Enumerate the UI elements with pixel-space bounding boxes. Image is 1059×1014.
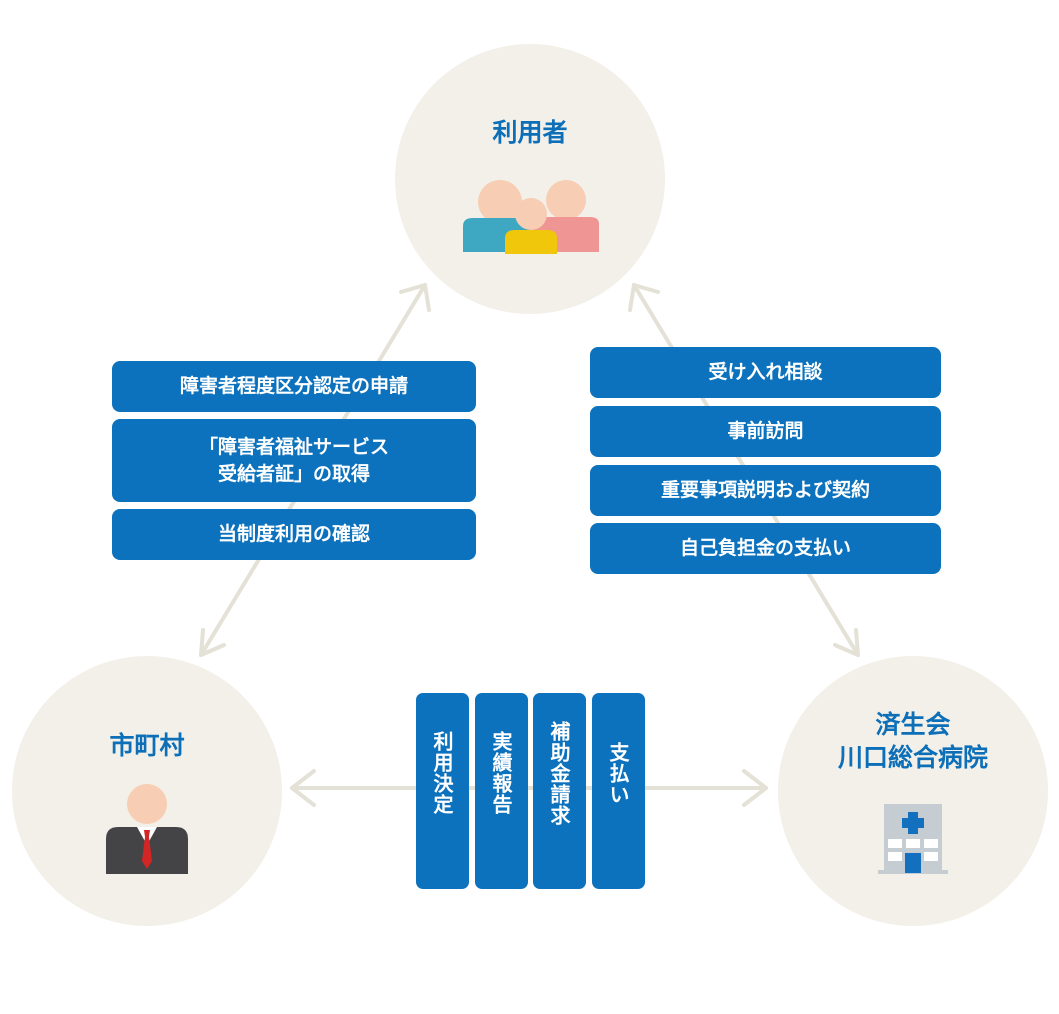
bottom-step-pay: 支払い bbox=[592, 693, 645, 889]
arrowhead-user-end-right bbox=[628, 283, 660, 312]
arrowhead-city-side bbox=[290, 769, 316, 807]
right-step-payment: 自己負担金の支払い bbox=[590, 523, 941, 574]
node-user-label: 利用者 bbox=[492, 118, 568, 147]
arrowhead-city-end bbox=[199, 628, 226, 657]
bottom-step-decision-label: 利用決定 bbox=[430, 731, 454, 815]
node-hospital: 済生会 川口総合病院 bbox=[778, 656, 1048, 926]
bottom-step-decision: 利用決定 bbox=[416, 693, 469, 889]
left-step-application: 障害者程度区分認定の申請 bbox=[112, 361, 476, 412]
bottom-step-subsidy-label: 補助金請求 bbox=[547, 720, 571, 826]
left-step-certificate: 「障害者福祉サービス 受給者証」の取得 bbox=[112, 419, 476, 502]
people-icon bbox=[463, 180, 599, 254]
node-city-label: 市町村 bbox=[109, 731, 185, 760]
bottom-step-subsidy: 補助金請求 bbox=[533, 693, 586, 889]
node-user: 利用者 bbox=[395, 44, 665, 314]
official-icon bbox=[106, 784, 188, 874]
bottom-step-pay-label: 支払い bbox=[606, 741, 630, 805]
bottom-step-report-label: 実績報告 bbox=[489, 731, 513, 815]
right-step-consultation: 受け入れ相談 bbox=[590, 347, 941, 398]
arrowhead-user-end-left bbox=[399, 283, 431, 312]
node-hospital-label: 済生会 川口総合病院 bbox=[837, 710, 988, 772]
right-step-contract: 重要事項説明および契約 bbox=[590, 465, 941, 516]
bottom-step-report: 実績報告 bbox=[475, 693, 528, 889]
left-step-confirmation: 当制度利用の確認 bbox=[112, 509, 476, 560]
node-city: 市町村 bbox=[12, 656, 282, 926]
hospital-icon bbox=[878, 804, 948, 874]
arrowhead-hospital-end bbox=[833, 628, 860, 657]
arrowhead-hospital-side bbox=[742, 769, 768, 807]
right-step-visit: 事前訪問 bbox=[590, 406, 941, 457]
